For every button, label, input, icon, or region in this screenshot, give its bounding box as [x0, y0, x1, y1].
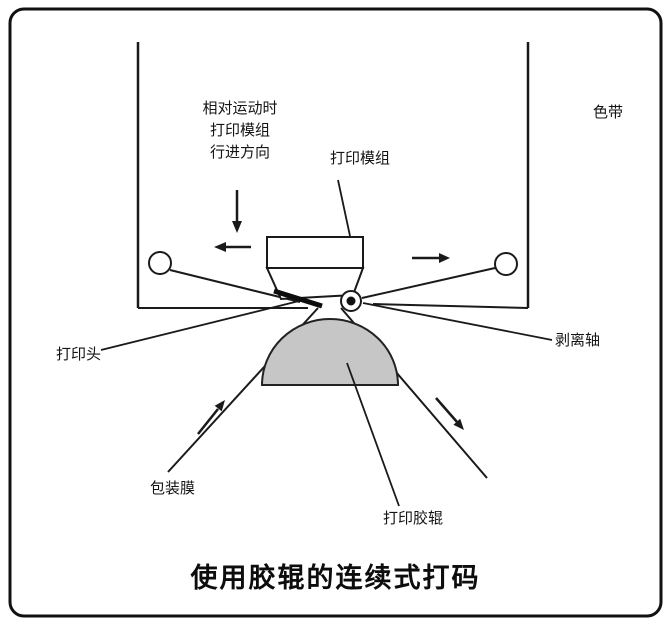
motion-direction-line2: 打印模组 — [209, 122, 270, 139]
peel-shaft-pointer-line — [362, 302, 553, 341]
film-infeed-arrow — [197, 400, 225, 435]
print-roller-label: 打印胶辊 — [383, 510, 444, 527]
ribbon-right-arrow — [412, 253, 450, 263]
film-outfeed-arrow — [435, 397, 464, 430]
print-module-rect — [266, 236, 364, 269]
ribbon-path-right — [361, 267, 496, 299]
motion-direction-label: 相对运动时 打印模组 行进方向 — [175, 98, 305, 164]
print-module-pointer-line — [337, 179, 351, 237]
peel-shaft-label: 剥离轴 — [555, 332, 601, 349]
ribbon-path-left — [169, 269, 301, 303]
diagram-title: 使用胶辊的连续式打码 — [190, 563, 481, 593]
packaging-film-label: 包装膜 — [150, 480, 196, 497]
motion-direction-line3: 行进方向 — [209, 144, 270, 161]
ribbon-left-arrow — [214, 242, 251, 252]
frame-right-bottom-line — [372, 303, 529, 309]
peel-shaft-axle-dot — [346, 296, 356, 306]
print-head-edge — [273, 288, 323, 309]
right-guide-roller — [494, 252, 518, 276]
print-head-label: 打印头 — [56, 346, 102, 363]
print-head-pointer-line — [100, 300, 300, 351]
print-module-label: 打印模组 — [330, 150, 391, 167]
print-roller-pointer-line — [346, 362, 400, 507]
left-guide-roller — [148, 251, 172, 275]
ribbon-label: 色带 — [593, 104, 624, 121]
motion-direction-line1: 相对运动时 — [202, 100, 278, 117]
diagram-border — [8, 7, 663, 618]
rubber-roller-dome — [260, 318, 400, 386]
module-travel-down-arrow — [232, 190, 242, 233]
